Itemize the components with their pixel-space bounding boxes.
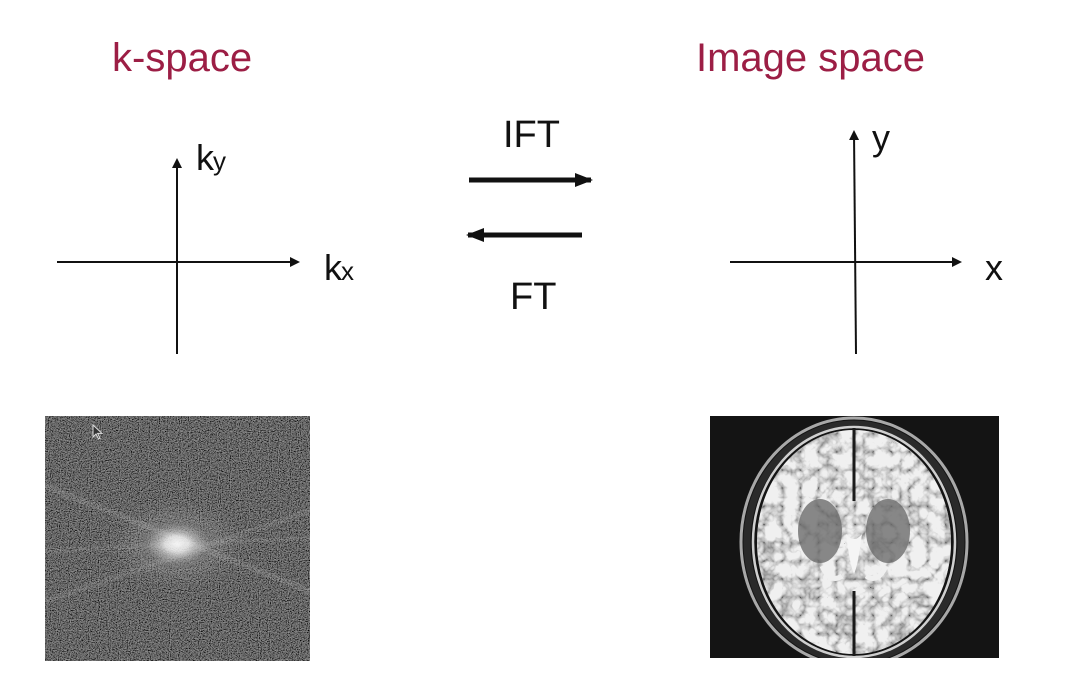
kx-axis-label: kx bbox=[324, 250, 355, 286]
y-axis bbox=[849, 130, 860, 355]
kspace-heading: k-space bbox=[112, 36, 253, 80]
ky-axis-label: ky bbox=[196, 140, 227, 176]
kx-label-base: k bbox=[324, 247, 342, 288]
ift-label: IFT bbox=[503, 114, 560, 156]
brain-mri-image bbox=[710, 416, 999, 658]
y-axis-label: y bbox=[872, 117, 890, 158]
ky-label-subscript: y bbox=[213, 146, 226, 176]
image-space-heading: Image space bbox=[696, 36, 926, 80]
k-space-spectrum-graphic bbox=[45, 416, 310, 661]
ft-label: FT bbox=[510, 276, 557, 318]
brain-mri-graphic bbox=[710, 416, 999, 658]
ky-label-base: k bbox=[196, 137, 214, 178]
mouse-cursor-icon bbox=[92, 424, 104, 440]
k-space-image bbox=[45, 416, 310, 661]
x-axis-label: x bbox=[985, 247, 1003, 288]
kx-label-subscript: x bbox=[341, 256, 354, 286]
